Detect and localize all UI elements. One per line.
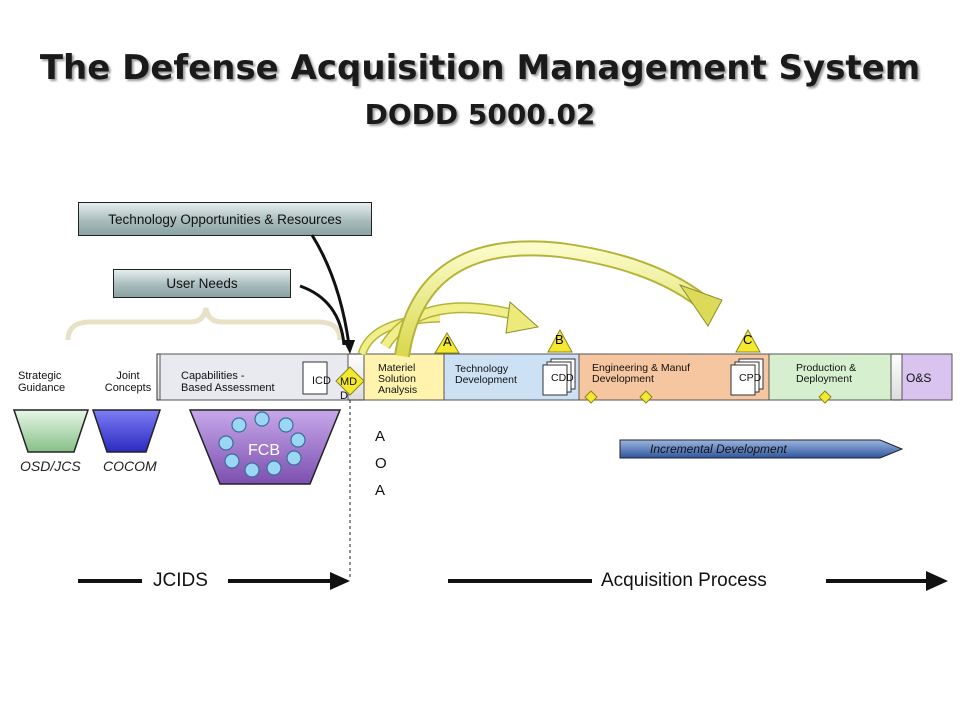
decision-diamond-1 <box>584 390 598 404</box>
decision-diamond-3 <box>818 390 832 404</box>
sweep-arrow-b-fill <box>381 303 522 349</box>
pd-label: Production & Deployment <box>796 362 857 385</box>
milestone-a-triangle <box>434 332 460 354</box>
fcb-label: FCB <box>248 442 280 459</box>
acquisition-arrowhead <box>926 571 948 591</box>
technology-opportunities-box: Technology Opportunities & Resources <box>78 202 372 236</box>
aoa-letter-3: A <box>375 482 386 499</box>
td-label: Technology Development <box>455 363 517 386</box>
icd-document-icon <box>302 361 328 395</box>
incremental-development-arrow <box>619 439 904 459</box>
fcb-member-circles <box>218 411 306 478</box>
decision-diamond-2 <box>639 390 653 404</box>
os-lane <box>901 353 953 401</box>
jcids-label: JCIDS <box>153 570 208 591</box>
tech-opportunities-arrowhead <box>343 340 355 354</box>
msa-label: Materiel Solution Analysis <box>378 362 418 396</box>
milestone-c-label: C <box>743 332 753 347</box>
milestone-b-triangle <box>547 328 573 353</box>
sweep-arrow-c-head <box>678 284 723 327</box>
user-needs-label: User Needs <box>166 276 238 291</box>
joint-concepts-label: Joint Concepts <box>104 370 152 394</box>
technology-opportunities-label: Technology Opportunities & Resources <box>108 211 342 227</box>
cba-label: Capabilities - Based Assessment <box>181 370 275 394</box>
pd-lane <box>768 353 892 401</box>
jcids-arrowhead <box>330 572 350 590</box>
user-needs-arrow <box>299 284 346 346</box>
user-needs-brace <box>65 307 343 341</box>
mdd-diamond <box>335 366 365 396</box>
milestone-b-label: B <box>555 332 564 347</box>
user-needs-box: User Needs <box>113 269 291 298</box>
os-label: O&S <box>906 371 932 385</box>
cdd-document-icon <box>542 358 576 396</box>
sweep-arrow-c-fill <box>396 242 704 357</box>
icd-label: ICD <box>312 375 331 387</box>
emd-label: Engineering & Manuf Development <box>592 362 691 385</box>
joint-concepts-funnel <box>91 409 162 453</box>
diagram-subtitle: DODD 5000.02 <box>364 98 596 131</box>
aoa-letter-2: O <box>375 455 387 472</box>
tech-opportunities-arrow <box>310 234 351 346</box>
cdd-label: CDD <box>551 372 574 384</box>
osd-jcs-label: OSD/JCS <box>20 458 81 474</box>
cocom-label: COCOM <box>103 458 157 474</box>
aoa-letter-1: A <box>375 428 386 445</box>
strategic-guidance-funnel <box>12 409 90 453</box>
diagram-title: The Defense Acquisition Management Syste… <box>39 48 921 88</box>
sweep-arrow-b-head <box>505 300 540 334</box>
milestone-c-triangle <box>735 328 761 353</box>
acquisition-process-label: Acquisition Process <box>601 570 767 591</box>
milestone-a-label: A <box>443 334 452 349</box>
cpd-label: CPD <box>739 372 762 384</box>
cpd-document-icon <box>730 358 764 396</box>
msa-lane <box>363 353 445 401</box>
mdd-label: MD D <box>340 376 358 402</box>
incremental-development-label: Incremental Development <box>650 442 787 456</box>
strategic-guidance-label: Strategic Guidance <box>18 370 66 394</box>
